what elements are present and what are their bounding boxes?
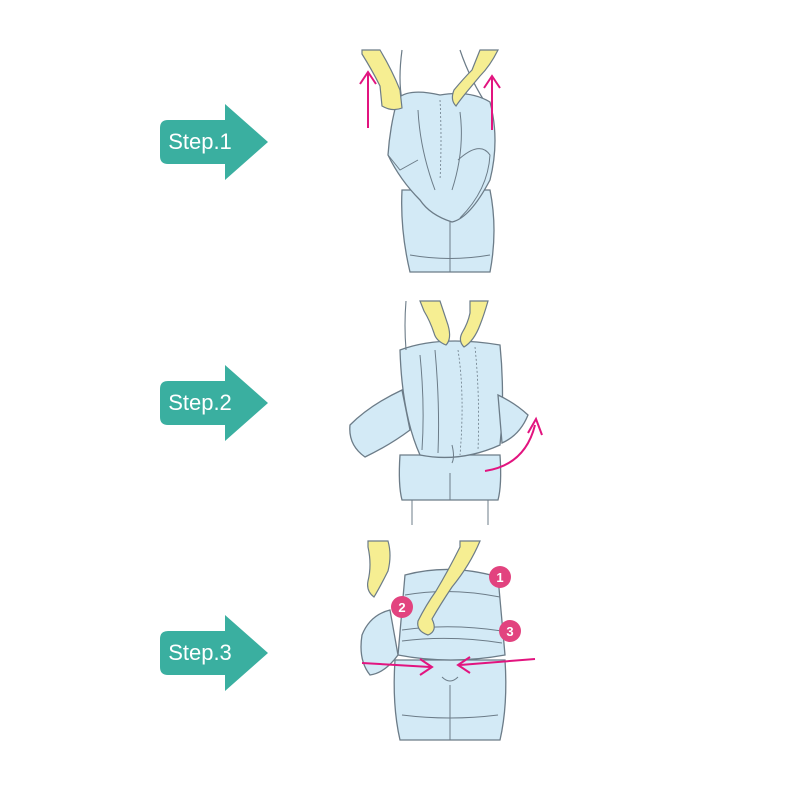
step-3-label: Step.3	[168, 640, 232, 665]
step-1-label: Step.1	[168, 129, 232, 154]
step-3-illustration: 1 2 3	[360, 540, 536, 741]
svg-text:2: 2	[398, 600, 405, 615]
step-2-label: Step.2	[168, 390, 232, 415]
step-1: Step.1	[0, 40, 800, 280]
svg-text:1: 1	[496, 570, 503, 585]
step-1-arrow-icon: Step.1	[150, 102, 270, 182]
step-2: Step.2	[0, 295, 800, 535]
step-2-illustration	[349, 300, 543, 525]
step-1-illustration	[359, 49, 501, 273]
step-3: Step.3 1	[0, 535, 800, 775]
step-2-arrow-icon: Step.2	[150, 363, 270, 443]
badge-3: 3	[499, 620, 521, 642]
svg-text:3: 3	[506, 624, 513, 639]
step-3-arrow-icon: Step.3	[150, 613, 270, 693]
badge-2: 2	[391, 596, 413, 618]
badge-1: 1	[489, 566, 511, 588]
